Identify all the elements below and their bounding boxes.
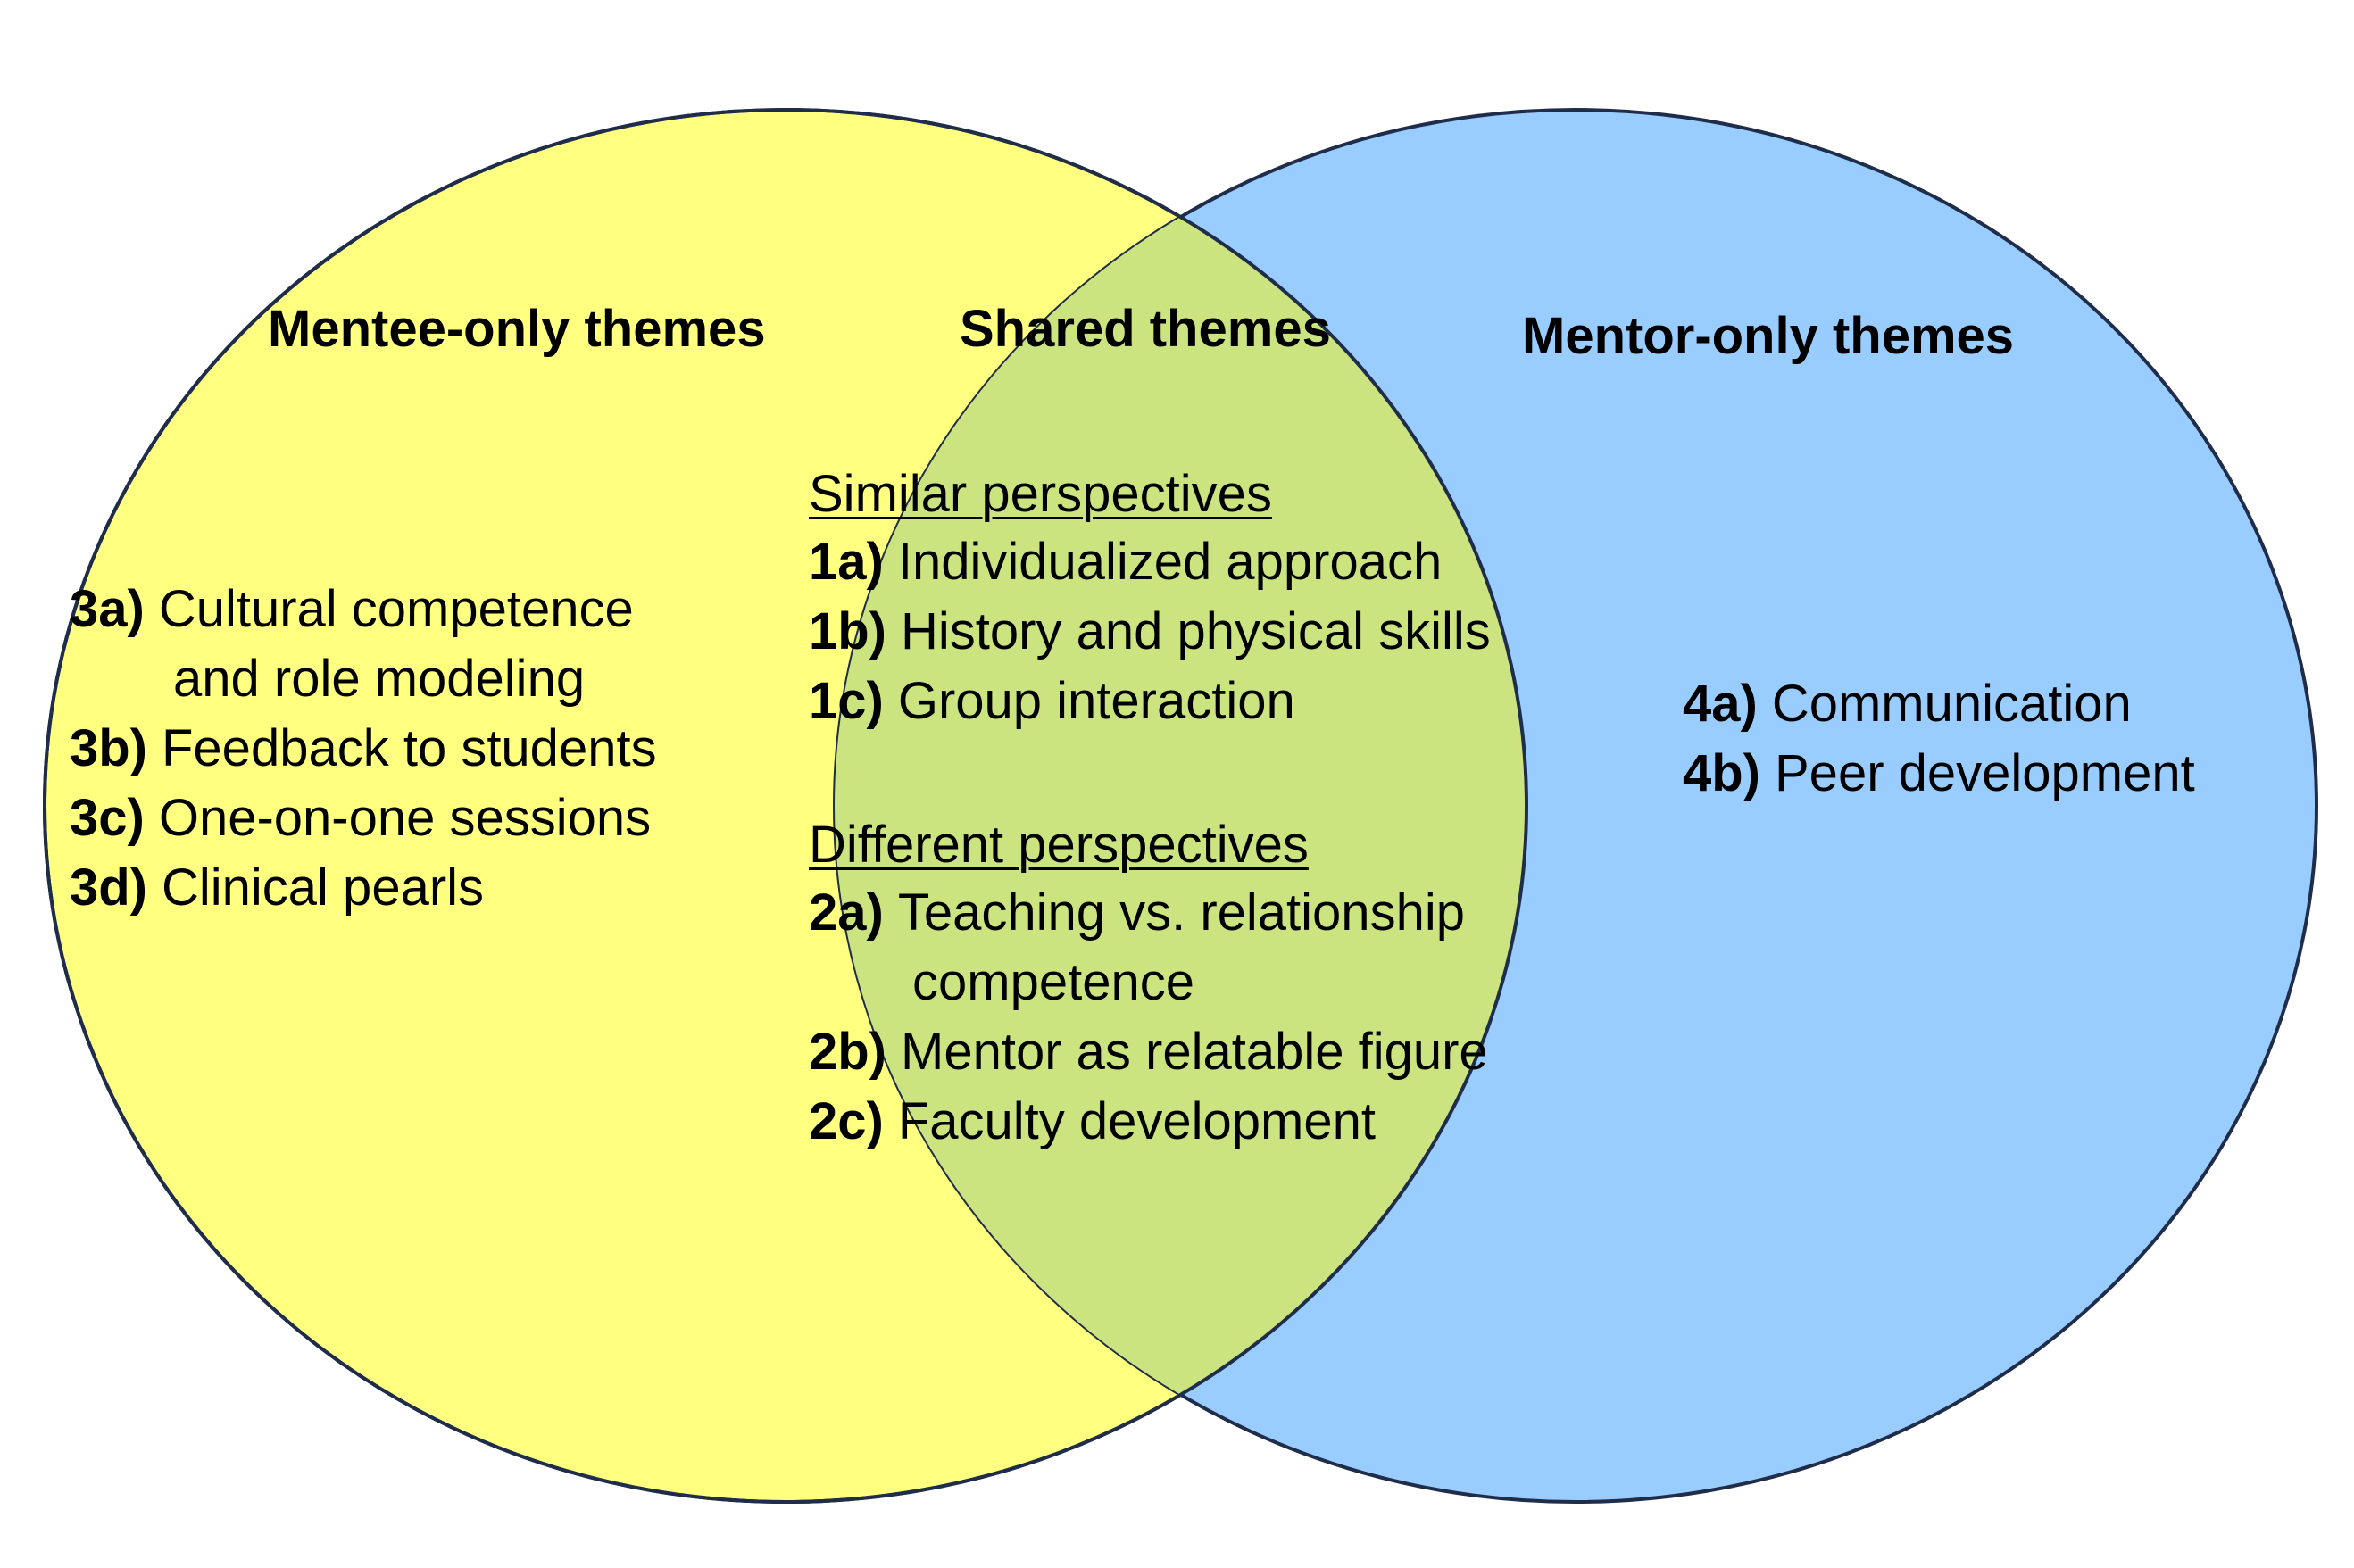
list-item: 2c)Faculty development (809, 1087, 1488, 1157)
similar-perspectives-heading: Similar perspectives (809, 465, 1272, 523)
theme-label: One-on-one sessions (158, 789, 652, 847)
different-theme-list: 2a)Teaching vs. relationship competence … (809, 878, 1488, 1157)
theme-code: 2b) (809, 1023, 886, 1081)
theme-label: Communication (1771, 675, 2132, 733)
theme-label: Group interaction (897, 672, 1295, 730)
theme-label: Cultural competence (158, 580, 634, 638)
theme-code: 1b) (809, 602, 886, 660)
list-item: 4b) Peer development (1683, 739, 2195, 809)
list-item: 2b) Mentor as relatable figure (809, 1017, 1488, 1087)
theme-code: 2a) (809, 884, 884, 942)
theme-label: Feedback to students (162, 719, 657, 777)
theme-code: 3c) (70, 789, 145, 847)
mentee-circle-outline (43, 108, 1528, 1504)
mentor-theme-list: 4a)Communication 4b) Peer development (1683, 669, 2195, 809)
list-item: 3d) Clinical pearls (70, 853, 657, 923)
mentee-theme-list: 3a)Cultural competence and role modeling… (70, 575, 657, 923)
list-item: 1b) History and physical skills (809, 597, 1491, 667)
theme-code: 3d) (70, 859, 147, 917)
theme-label: Mentor as relatable figure (901, 1023, 1488, 1081)
theme-label-continuation: competence (912, 953, 1194, 1011)
shared-title: Shared themes (960, 300, 1331, 358)
theme-code: 4a) (1683, 675, 1758, 733)
theme-code: 4b) (1683, 744, 1760, 802)
theme-label: Individualized approach (897, 533, 1443, 591)
theme-label: Teaching vs. relationship (897, 884, 1465, 942)
theme-label: Clinical pearls (162, 859, 485, 917)
list-item: 3c)One-on-one sessions (70, 784, 657, 853)
shared-overlap-region (835, 110, 1526, 1502)
theme-label: Peer development (1775, 744, 2195, 802)
list-item: 3a)Cultural competence and role modeling (70, 575, 657, 714)
mentee-title: Mentee-only themes (268, 300, 766, 358)
theme-label: History and physical skills (901, 602, 1491, 660)
mentor-title: Mentor-only themes (1522, 307, 2015, 365)
list-item: 2a)Teaching vs. relationship competence (809, 878, 1488, 1017)
similar-theme-list: 1a)Individualized approach 1b) History an… (809, 527, 1491, 736)
theme-code: 2c) (809, 1092, 884, 1150)
theme-code: 3a) (70, 580, 145, 638)
theme-label: Faculty development (897, 1092, 1376, 1150)
list-item: 1c)Group interaction (809, 667, 1491, 736)
list-item: 1a)Individualized approach (809, 527, 1491, 597)
theme-code: 3b) (70, 719, 147, 777)
theme-code: 1c) (809, 672, 884, 730)
list-item: 3b) Feedback to students (70, 714, 657, 784)
different-perspectives-heading: Different perspectives (809, 816, 1309, 874)
theme-label-continuation: and role modeling (173, 650, 586, 708)
theme-code: 1a) (809, 533, 884, 591)
list-item: 4a)Communication (1683, 669, 2195, 739)
